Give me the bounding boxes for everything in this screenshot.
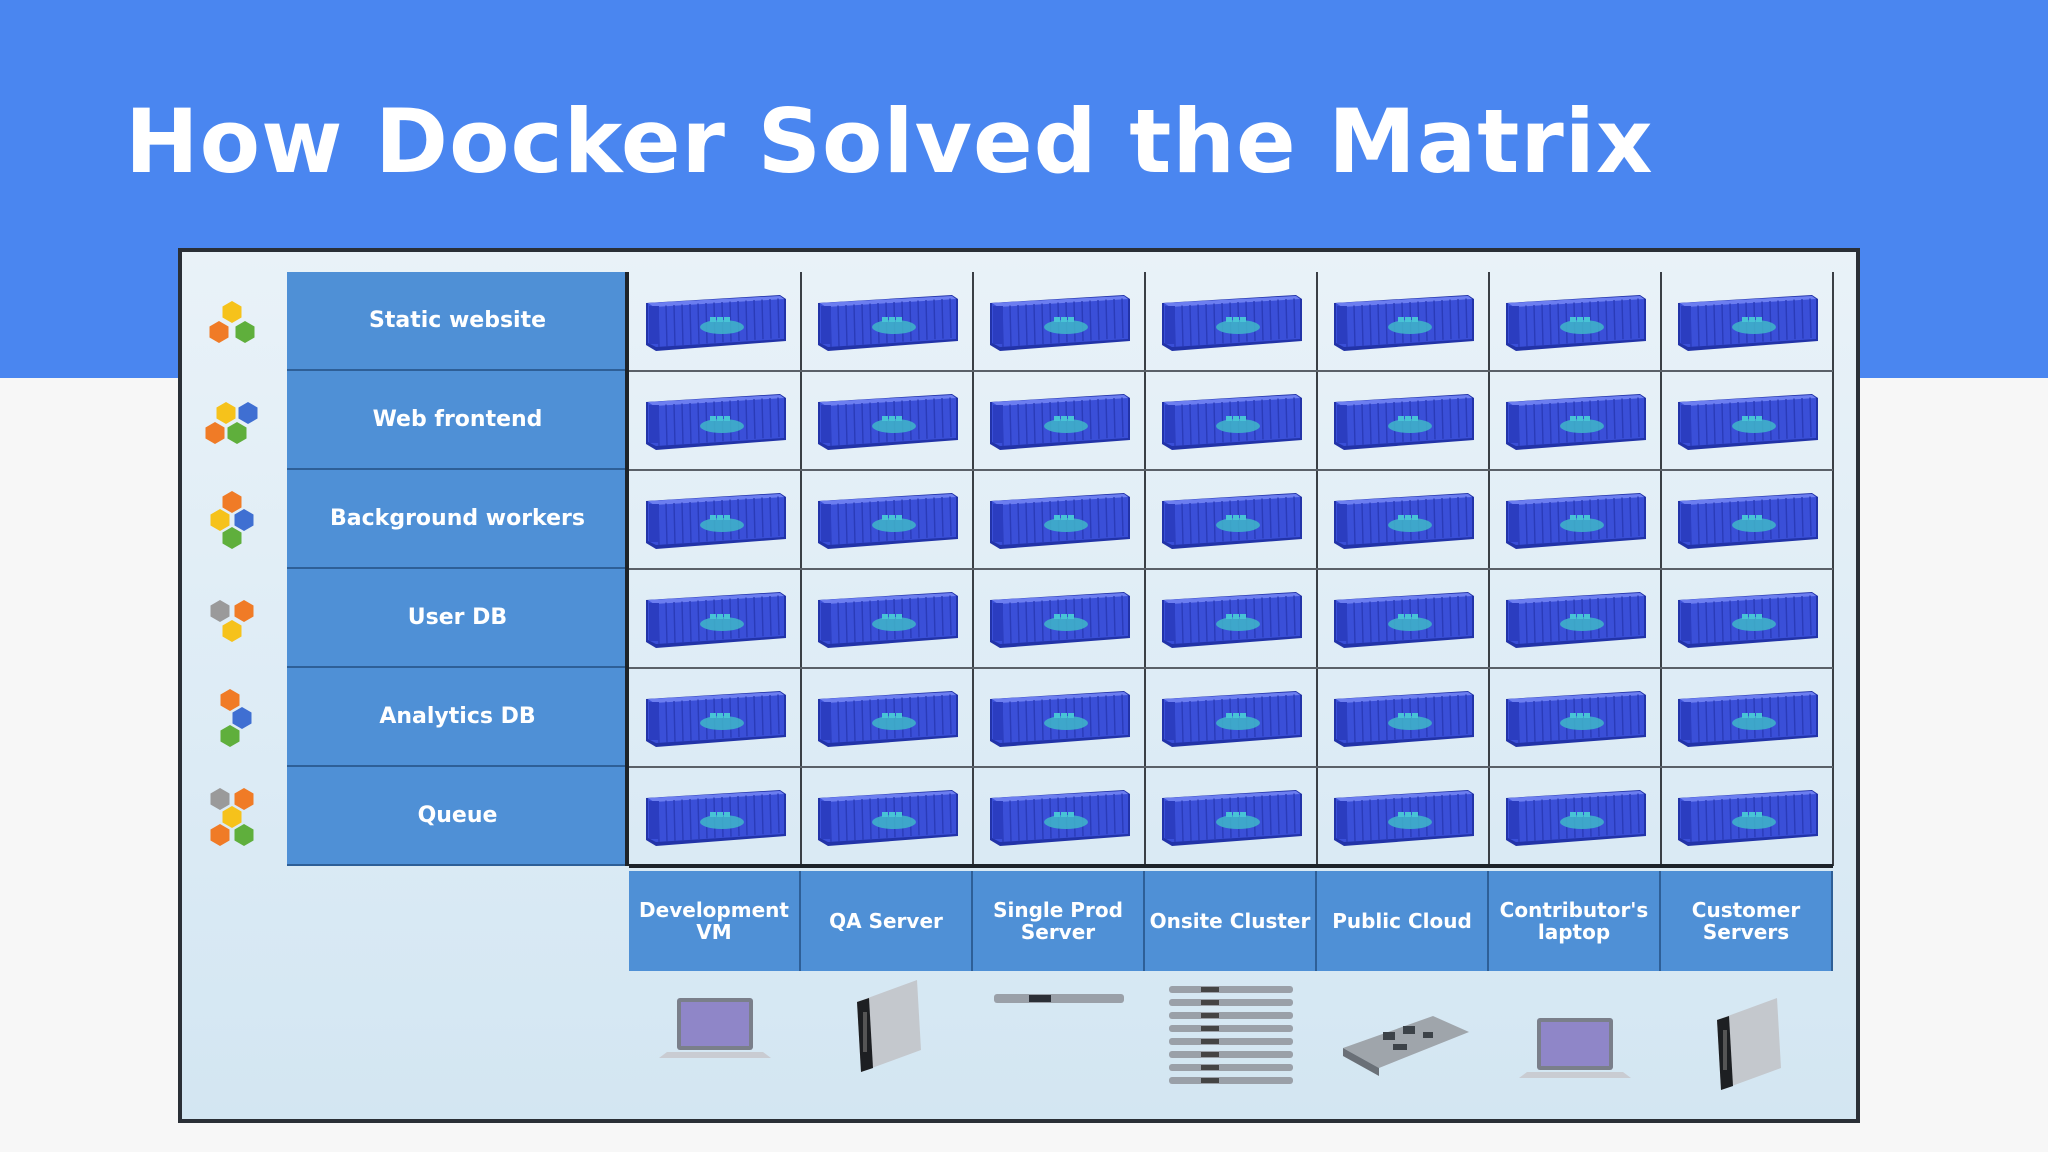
docker-container-icon [1661, 668, 1833, 767]
docker-container-icon [973, 569, 1145, 668]
row-header: Queue [287, 767, 628, 866]
docker-container-icon [1661, 767, 1833, 866]
column-header: Onsite Cluster [1145, 871, 1317, 971]
docker-container-icon [1145, 767, 1317, 866]
docker-container-icon [801, 767, 973, 866]
rack-server-icon [989, 970, 1129, 1085]
docker-container-icon [1145, 272, 1317, 371]
hexagon-cluster-icon [196, 787, 268, 852]
docker-container-icon [1145, 668, 1317, 767]
docker-container-icon [801, 272, 973, 371]
motherboard-icon [1333, 988, 1473, 1103]
row-header: Web frontend [287, 371, 628, 470]
column-header: Contributor's laptop [1489, 871, 1661, 971]
docker-container-icon [1145, 470, 1317, 569]
docker-container-icon [1489, 569, 1661, 668]
row-header: Analytics DB [287, 668, 628, 767]
docker-container-icon [973, 767, 1145, 866]
docker-container-icon [1661, 371, 1833, 470]
laptop-icon [1505, 1000, 1645, 1115]
docker-container-icon [1317, 767, 1489, 866]
hexagon-cluster-icon [196, 490, 268, 555]
docker-container-icon [1489, 272, 1661, 371]
docker-container-icon [1661, 272, 1833, 371]
docker-container-icon [629, 767, 801, 866]
docker-container-icon [973, 668, 1145, 767]
column-header: QA Server [801, 871, 973, 971]
column-header: Customer Servers [1661, 871, 1833, 971]
column-header: Public Cloud [1317, 871, 1489, 971]
docker-container-icon [1317, 569, 1489, 668]
docker-container-icon [629, 569, 801, 668]
docker-container-icon [1145, 569, 1317, 668]
docker-container-icon [801, 569, 973, 668]
slide-title: How Docker Solved the Matrix [125, 90, 1654, 193]
docker-container-icon [1661, 470, 1833, 569]
hexagon-cluster-icon [196, 589, 268, 654]
column-header: Single Prod Server [973, 871, 1145, 971]
hexagon-cluster-icon [196, 391, 268, 456]
docker-container-icon [629, 272, 801, 371]
docker-container-icon [801, 470, 973, 569]
docker-container-icon [629, 668, 801, 767]
server-stack-icon [1161, 982, 1301, 1097]
docker-container-icon [1661, 569, 1833, 668]
blade-server-icon [1677, 990, 1817, 1105]
docker-container-icon [629, 470, 801, 569]
docker-container-icon [801, 668, 973, 767]
hexagon-cluster-icon [196, 688, 268, 753]
docker-container-icon [1317, 371, 1489, 470]
docker-container-icon [973, 272, 1145, 371]
docker-container-icon [1145, 371, 1317, 470]
docker-container-icon [1489, 371, 1661, 470]
blade-server-icon [817, 972, 957, 1087]
grid-lines [625, 272, 1834, 868]
docker-container-icon [1489, 767, 1661, 866]
column-header: Development VM [629, 871, 801, 971]
docker-container-icon [1317, 668, 1489, 767]
row-header: Background workers [287, 470, 628, 569]
row-header: Static website [287, 272, 628, 371]
docker-container-icon [801, 371, 973, 470]
docker-container-icon [973, 470, 1145, 569]
row-header: User DB [287, 569, 628, 668]
docker-container-icon [1489, 668, 1661, 767]
docker-container-icon [629, 371, 801, 470]
docker-container-icon [1317, 470, 1489, 569]
hexagon-cluster-icon [196, 292, 268, 357]
docker-container-icon [1489, 470, 1661, 569]
docker-container-icon [1317, 272, 1489, 371]
docker-container-icon [973, 371, 1145, 470]
laptop-icon [645, 980, 785, 1095]
